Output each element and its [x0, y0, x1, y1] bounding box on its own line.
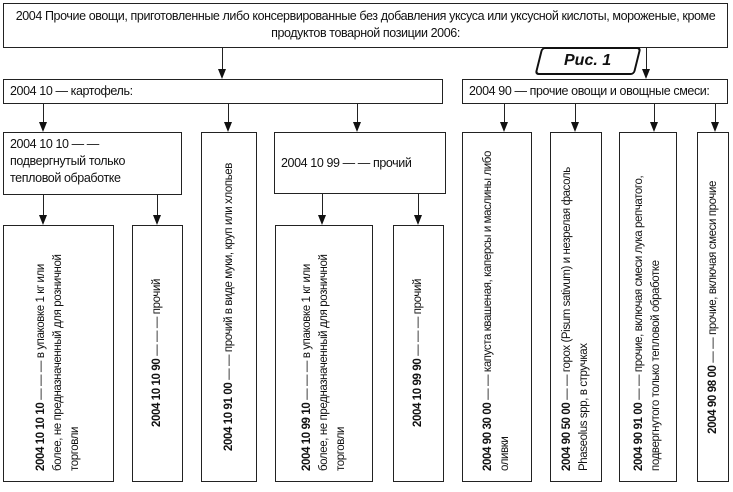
- arrow-head: [414, 215, 422, 225]
- leaf-code: 2004 10 10 90: [151, 359, 163, 428]
- leaf-2004-90-98-00: 2004 90 98 00 — — прочие, включая смеси …: [697, 132, 729, 482]
- leaf-2004-10-10-10: 2004 10 10 10 — — — в упаковке 1 кг или …: [3, 225, 114, 482]
- arrow-head: [318, 215, 326, 225]
- arrow-head: [500, 122, 508, 132]
- leaf-2004-90-50-00: 2004 90 50 00 — — горох (Pisum sativum) …: [550, 132, 602, 482]
- arrow-head: [39, 122, 47, 132]
- arrow-head: [224, 122, 232, 132]
- leaf-text: — — прочий в виде муки, круп или хлопьев: [222, 162, 235, 383]
- connector: [715, 104, 717, 123]
- leaf-text: — — прочие, включая смеси прочие: [706, 180, 719, 366]
- connector: [646, 48, 648, 70]
- connector: [228, 104, 230, 123]
- connector: [222, 48, 224, 70]
- connector: [322, 194, 324, 216]
- node-text: 2004 10 — картофель:: [10, 84, 133, 98]
- leaf-code: 2004 90 98 00: [706, 365, 719, 434]
- leaf-2004-10-99-10: 2004 10 99 10 — — — в упаковке 1 кг или …: [275, 225, 373, 482]
- arrow-head: [153, 215, 161, 225]
- leaf-2004-90-91-00: 2004 90 91 00 — — прочие, включая смеси …: [619, 132, 677, 482]
- leaf-2004-10-10-90: 2004 10 10 90 — — — прочий: [132, 225, 183, 482]
- node-text: 2004 10 10 — — подвергнутый только тепло…: [10, 137, 126, 185]
- node-2004-10-99: 2004 10 99 — — прочий: [274, 132, 446, 194]
- arrow-head: [711, 122, 719, 132]
- arrow-head: [571, 122, 579, 132]
- node-text: 2004 10 99 — — прочий: [281, 155, 412, 170]
- arrow-head: [39, 215, 47, 225]
- connector: [43, 104, 45, 123]
- connector: [654, 104, 656, 123]
- arrow-head: [642, 69, 650, 79]
- node-2004-10-10: 2004 10 10 — — подвергнутый только тепло…: [3, 132, 182, 195]
- node-text: 2004 90 — прочие овощи и овощные смеси:: [469, 84, 710, 98]
- connector: [418, 194, 420, 216]
- leaf-2004-10-99-90: 2004 10 99 90 — — — прочий: [393, 225, 444, 482]
- node-2004-10: 2004 10 — картофель:: [3, 79, 443, 104]
- arrow-head: [218, 69, 226, 79]
- root-text: 2004 Прочие овощи, приготовленные либо к…: [15, 9, 716, 40]
- leaf-code: 2004 10 10 10: [35, 402, 47, 471]
- leaf-2004-90-30-00: 2004 90 30 00 — — капуста квашеная, капе…: [462, 132, 532, 482]
- root-node: 2004 Прочие овощи, приготовленные либо к…: [3, 3, 728, 48]
- leaf-code: 2004 10 91 00: [222, 382, 235, 452]
- leaf-code: 2004 10 99 90: [412, 359, 424, 428]
- leaf-code: 2004 90 91 00: [633, 402, 645, 471]
- connector: [157, 195, 159, 216]
- leaf-code: 2004 90 30 00: [482, 402, 494, 471]
- connector: [43, 195, 45, 216]
- node-2004-90: 2004 90 — прочие овощи и овощные смеси:: [462, 79, 728, 104]
- connector: [357, 104, 359, 123]
- leaf-2004-10-91-00: 2004 10 91 00 — — прочий в виде муки, кр…: [201, 132, 257, 482]
- figure-label: Рис. 1: [534, 47, 642, 75]
- leaf-code: 2004 10 99 10: [300, 402, 313, 471]
- connector: [575, 104, 577, 123]
- leaf-text: — — — прочий: [151, 279, 163, 360]
- connector: [504, 104, 506, 123]
- arrow-head: [650, 122, 658, 132]
- arrow-head: [353, 122, 361, 132]
- leaf-code: 2004 90 50 00: [561, 402, 573, 471]
- leaf-text: — — — прочий: [412, 279, 424, 360]
